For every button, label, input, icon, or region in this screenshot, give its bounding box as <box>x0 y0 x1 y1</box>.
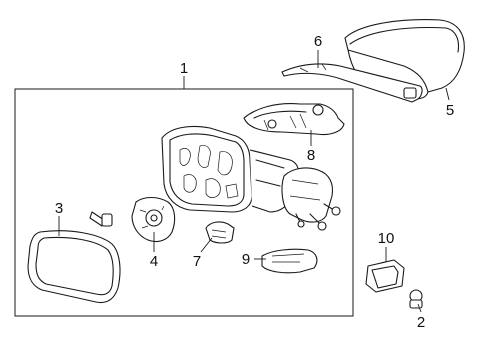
part-9-lens <box>261 248 318 274</box>
part-3-mirror-glass <box>27 230 121 304</box>
callout-labels: 1 2 3 4 5 6 7 8 9 10 <box>55 33 454 331</box>
part-7-heater-module <box>205 221 235 244</box>
part-8-lamp-bracket <box>243 103 345 136</box>
callout-7: 7 <box>193 253 201 270</box>
callout-4: 4 <box>150 253 158 270</box>
part-10-switch <box>365 259 405 293</box>
callout-5: 5 <box>446 102 454 119</box>
part-2-bulb <box>409 289 423 309</box>
callout-6: 6 <box>314 33 322 50</box>
callout-2: 2 <box>417 314 425 331</box>
callout-10: 10 <box>378 230 395 247</box>
callout-8: 8 <box>307 147 315 164</box>
callout-3: 3 <box>55 200 63 217</box>
part-6-signal-lamp-strip <box>281 63 423 103</box>
mirror-housing-assembly <box>161 125 341 231</box>
screw-fastener <box>89 211 113 227</box>
part-4-mirror-motor <box>131 196 176 243</box>
callout-1: 1 <box>180 60 188 77</box>
leader-lines <box>58 50 450 313</box>
callout-9: 9 <box>242 251 250 268</box>
